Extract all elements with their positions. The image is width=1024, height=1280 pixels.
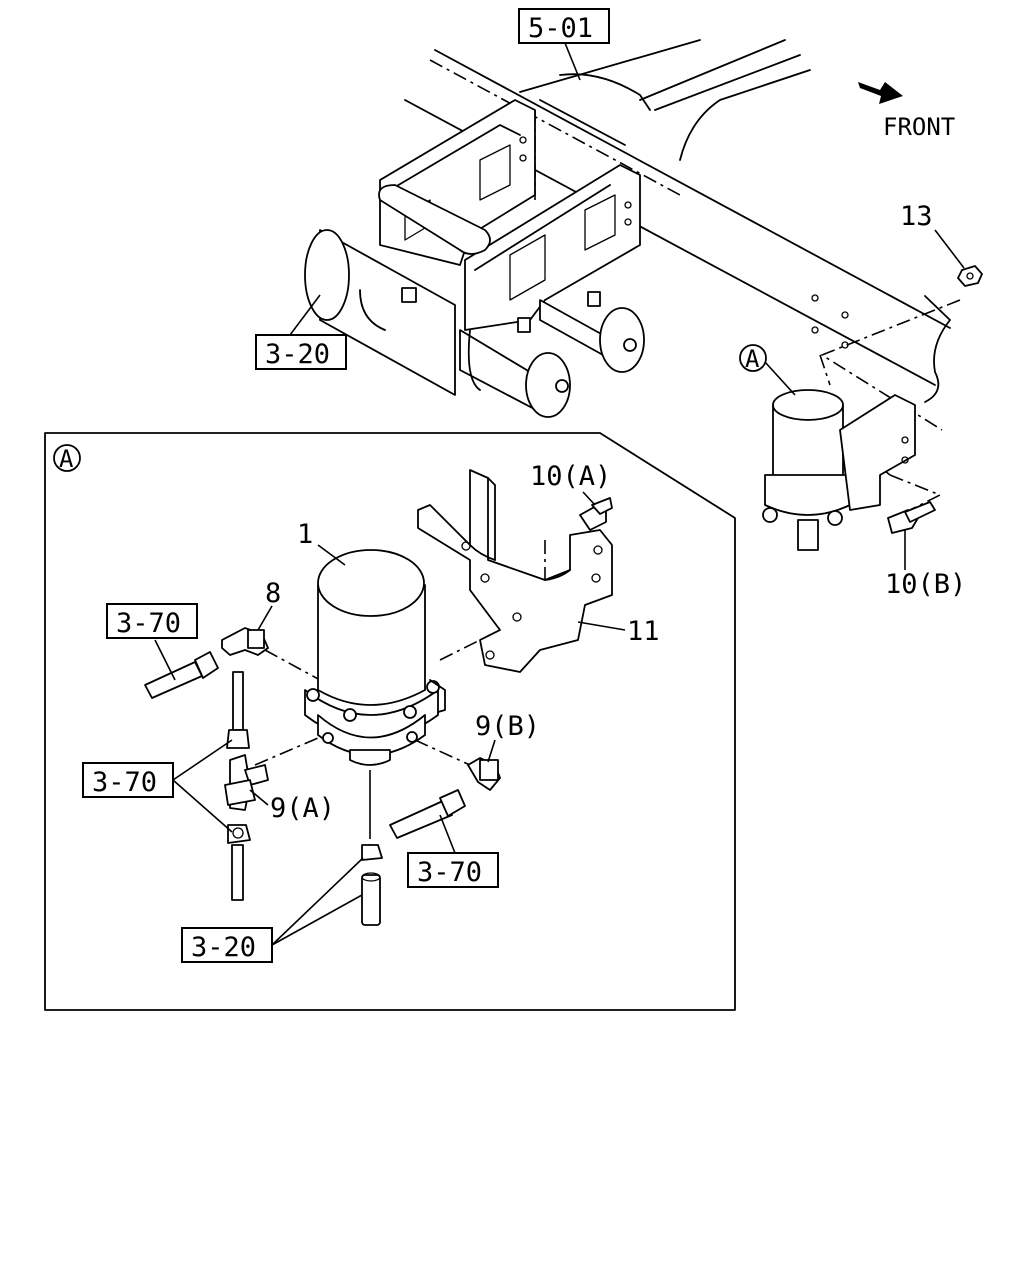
detail-marker-a-label: A [59, 445, 74, 473]
pipe-right [389, 789, 466, 839]
detail-marker-a-upper-label: A [745, 345, 760, 373]
tee-fitting-9a-icon [224, 754, 269, 811]
ref-3-70-a: 3-70 [116, 608, 181, 639]
crossmember-brackets [378, 99, 641, 331]
pipe-left-vertical [226, 671, 250, 749]
callout-9b: 9(B) [475, 711, 540, 742]
ref-3-70-b: 3-70 [92, 767, 157, 798]
elbow-fitting-9b-icon [467, 757, 501, 791]
bolt-10a-icon [579, 497, 613, 531]
detail-marker-a-upper [739, 344, 767, 372]
bracket-11 [417, 469, 613, 673]
ref-3-70-c: 3-70 [417, 857, 482, 888]
ref-box-5-01 [518, 8, 610, 44]
callout-10a: 10(A) [530, 461, 611, 492]
ref-box-3-20-upper [255, 334, 347, 370]
air-dryer-1 [304, 549, 446, 766]
air-dryer-mini [762, 389, 916, 551]
callout-8: 8 [265, 578, 281, 609]
ref-5-01: 5-01 [528, 13, 593, 44]
ref-box-3-70-c [407, 852, 499, 888]
callout-11: 11 [627, 616, 660, 647]
pipe-upper-left [144, 651, 219, 699]
front-arrow-icon [858, 82, 903, 104]
elbow-fitting-8-icon [221, 627, 269, 656]
hose-bottom [361, 844, 383, 926]
ref-box-3-20-b [181, 927, 273, 963]
ref-3-20-upper: 3-20 [265, 339, 330, 370]
callout-10b: 10(B) [885, 569, 966, 600]
ref-box-3-70-b [82, 762, 174, 798]
air-tanks [304, 229, 645, 418]
pipe-left-lower [227, 824, 251, 901]
ref-3-20-b: 3-20 [191, 932, 256, 963]
callout-1: 1 [297, 519, 313, 550]
callout-9a: 9(A) [270, 793, 335, 824]
callout-13: 13 [900, 201, 933, 232]
bolt-10b-icon [887, 501, 936, 534]
front-label: FRONT [883, 113, 955, 141]
ref-box-3-70-a [106, 603, 198, 639]
detail-marker-a [53, 444, 81, 472]
nut-13-icon [957, 265, 983, 287]
detail-box-a [44, 432, 736, 1011]
